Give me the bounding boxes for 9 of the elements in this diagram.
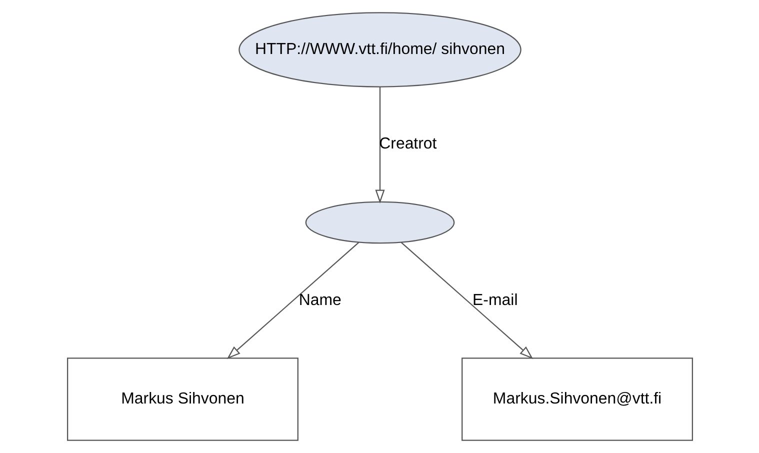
arrow (374, 87, 384, 204)
node-box: Markus.Sihvonen@vtt.fi (461, 358, 693, 441)
edge-label: Name (298, 292, 341, 309)
arrow (226, 242, 359, 360)
arrow (400, 242, 533, 360)
node-ellipse (304, 201, 454, 244)
edge-label: E-mail (472, 292, 518, 309)
node-box: Markus Sihvonen (66, 358, 298, 441)
node-ellipse: HTTP://WWW.vtt.fi/home/ sihvonen (238, 12, 521, 88)
